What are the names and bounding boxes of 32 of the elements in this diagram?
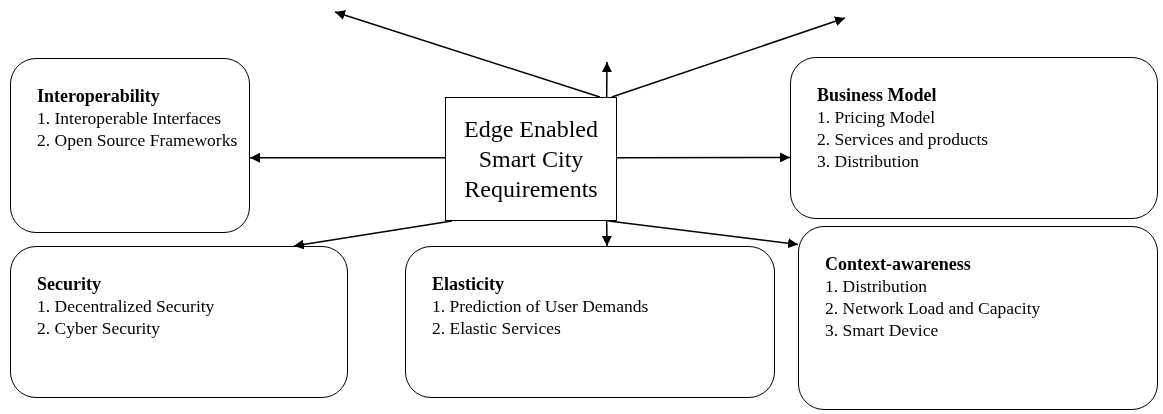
- box-heading: Elasticity: [432, 273, 504, 295]
- list-item: 1. Prediction of User Demands: [432, 295, 649, 317]
- list-item: 1. Pricing Model: [817, 106, 936, 128]
- rounded-box: [405, 246, 775, 398]
- process-box: [445, 97, 617, 221]
- arrow: [611, 16, 846, 98]
- list-item: 1. Interoperable Interfaces: [37, 107, 222, 129]
- list-item: 1. Decentralized Security: [37, 295, 215, 317]
- list-item: 3. Distribution: [817, 150, 920, 172]
- box-title: Edge Enabled Smart City Requirements: [463, 115, 599, 204]
- arrow: [249, 152, 446, 163]
- rounded-box: [790, 57, 1158, 219]
- arrow: [601, 61, 612, 98]
- arrow: [607, 220, 799, 249]
- list-item: 2. Cyber Security: [37, 317, 160, 339]
- box-heading: Security: [37, 273, 101, 295]
- rounded-box: [10, 58, 250, 233]
- box-heading: Interoperability: [37, 85, 160, 107]
- rounded-box: [798, 226, 1158, 410]
- list-item: 2. Services and products: [817, 128, 989, 150]
- arrow: [601, 220, 612, 247]
- arrow: [616, 152, 791, 163]
- arrow: [334, 10, 601, 98]
- list-item: 3. Smart Device: [825, 319, 939, 341]
- box-heading: Context-awareness: [825, 253, 971, 275]
- list-item: 2. Network Load and Capacity: [825, 297, 1041, 319]
- list-item: 2. Open Source Frameworks: [37, 129, 238, 151]
- arrow: [293, 220, 453, 250]
- rounded-box: [10, 246, 348, 398]
- list-item: 1. Distribution: [825, 275, 928, 297]
- list-item: 2. Elastic Services: [432, 317, 561, 339]
- box-heading: Business Model: [817, 84, 937, 106]
